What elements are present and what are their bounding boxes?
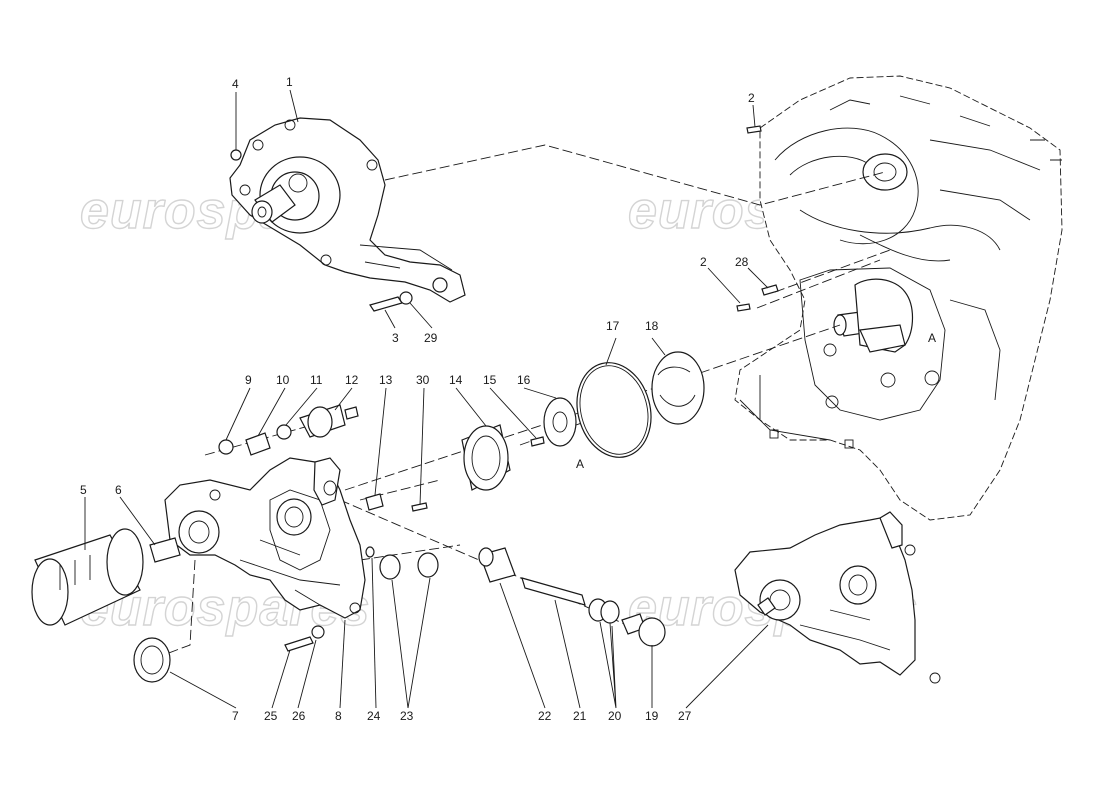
part-4-nut (230, 149, 242, 161)
callout-labels: 1 4 2 2 28 3 29 A A 17 18 9 10 11 12 13 … (80, 75, 936, 723)
callout-19: 19 (645, 709, 659, 723)
part-5-oil-filter (31, 528, 144, 626)
part-11-washer (276, 424, 292, 440)
callout-22: 22 (538, 709, 552, 723)
callout-2-lower: 2 (700, 255, 707, 269)
callout-13: 13 (379, 373, 393, 387)
part-19-plug (621, 613, 666, 647)
callout-3: 3 (392, 331, 399, 345)
callout-30: 30 (416, 373, 430, 387)
part-17-o-ring (576, 362, 652, 458)
callout-9: 9 (245, 373, 252, 387)
callout-15: 15 (483, 373, 497, 387)
callout-5: 5 (80, 483, 87, 497)
part-14-gear-ring (461, 424, 511, 491)
callout-29: 29 (424, 331, 438, 345)
callout-25: 25 (264, 709, 278, 723)
callout-2-upper: 2 (748, 91, 755, 105)
part-15-key (530, 436, 545, 447)
reference-a-gear: A (576, 457, 584, 471)
callout-26: 26 (292, 709, 306, 723)
part-27-pump-assembled (734, 511, 941, 684)
callout-6: 6 (115, 483, 122, 497)
callout-4: 4 (232, 77, 239, 91)
part-30-pin (411, 502, 428, 512)
part-10-adapter (245, 432, 271, 456)
callout-24: 24 (367, 709, 381, 723)
callout-21: 21 (573, 709, 587, 723)
part-18-cover-plate (651, 351, 705, 425)
part-16-drive-gear (543, 397, 577, 447)
callout-1: 1 (286, 75, 293, 89)
sender-group-9-12 (218, 404, 359, 456)
part-20-washers (588, 598, 620, 624)
callout-28: 28 (735, 255, 749, 269)
callout-10: 10 (276, 373, 290, 387)
part-7-seal (133, 637, 171, 683)
small-hardware-top (230, 125, 779, 312)
part-8-oil-pump-housing (164, 457, 366, 619)
callout-17: 17 (606, 319, 620, 333)
part-2-dowel-lower (736, 303, 751, 312)
callout-16: 16 (517, 373, 531, 387)
callout-18: 18 (645, 319, 659, 333)
part-3-bolt (369, 296, 403, 312)
reference-a-block: A (928, 331, 936, 345)
part-1-water-pump (229, 117, 466, 303)
part-12-sender (299, 404, 359, 438)
part-21-spring (521, 577, 586, 606)
callout-23: 23 (400, 709, 414, 723)
part-2-dowel-upper (746, 125, 762, 134)
part-9-washer (218, 439, 234, 455)
callout-7: 7 (232, 709, 239, 723)
part-26-washer (311, 625, 325, 639)
part-23-o-rings (379, 552, 439, 580)
engine-block-drawing (734, 75, 1063, 521)
callout-12: 12 (345, 373, 359, 387)
part-24-seal (365, 546, 375, 558)
leader-lines (84, 89, 769, 709)
callout-8: 8 (335, 709, 342, 723)
callout-27: 27 (678, 709, 692, 723)
part-29-washer (399, 291, 413, 305)
part-25-bolt (284, 636, 314, 652)
part-22-valve (478, 547, 516, 583)
callout-11: 11 (310, 373, 323, 387)
part-6-nipple (149, 537, 181, 563)
part-28-stud (761, 284, 779, 296)
part-13-bushing (365, 493, 384, 511)
callout-20: 20 (608, 709, 622, 723)
callout-14: 14 (449, 373, 463, 387)
